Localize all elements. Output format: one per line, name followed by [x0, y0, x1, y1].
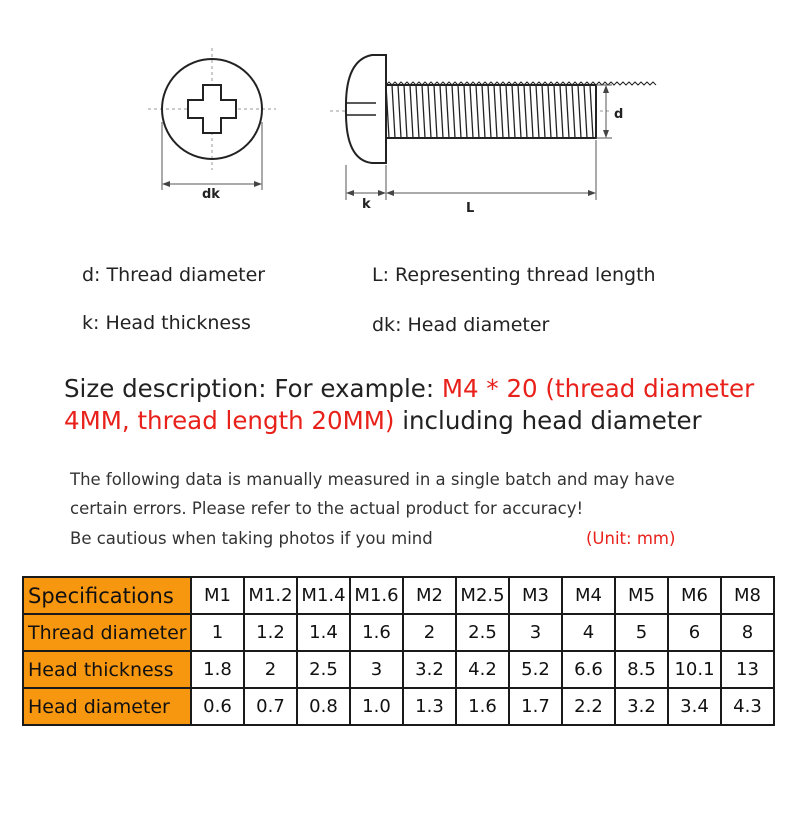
table-cell: 0.6: [190, 687, 245, 726]
screw-diagram: dk d k L: [148, 48, 657, 216]
table-cell: 8.5: [614, 650, 669, 689]
table-cell: 1.4: [296, 613, 351, 652]
table-cell: 0.7: [243, 687, 298, 726]
table-cell: M3: [508, 576, 563, 615]
table-cell: 1.2: [243, 613, 298, 652]
table-cell: 1.6: [349, 613, 404, 652]
screw-side-view: d k L: [330, 54, 657, 216]
row-header: Thread diameter: [22, 613, 192, 652]
table-cell: 6: [667, 613, 722, 652]
table-cell: 6.6: [561, 650, 616, 689]
table-cell: 5.2: [508, 650, 563, 689]
size-description-prefix: Size description: For example:: [64, 374, 442, 403]
legend-thread-length: L: Representing thread length: [372, 264, 656, 286]
table-cell: 1.3: [402, 687, 457, 726]
l-label: L: [466, 201, 474, 216]
table-cell: M6: [667, 576, 722, 615]
table-cell: 2: [243, 650, 298, 689]
table-cell: M2: [402, 576, 457, 615]
table-cell: 3.4: [667, 687, 722, 726]
dk-label: dk: [202, 187, 220, 202]
head-top-view: dk: [148, 48, 276, 202]
table-cell: 2.2: [561, 687, 616, 726]
table-cell: M8: [720, 576, 775, 615]
table-cell: 0.8: [296, 687, 351, 726]
size-description: Size description: For example: M4 * 20 (…: [64, 373, 784, 437]
table-cell: 1.0: [349, 687, 404, 726]
note-line-3: Be cautious when taking photos if you mi…: [70, 529, 433, 548]
table-cell: 2: [402, 613, 457, 652]
table-cell: 2.5: [296, 650, 351, 689]
row-header: Head diameter: [22, 687, 192, 726]
legend-thread-diameter: d: Thread diameter: [82, 264, 266, 286]
legend-head-diameter: dk: Head diameter: [372, 314, 550, 336]
row-header: Head thickness: [22, 650, 192, 689]
unit-label: (Unit: mm): [586, 529, 676, 548]
table-cell: 4: [561, 613, 616, 652]
table-cell: 1: [190, 613, 245, 652]
legend-head-thickness: k: Head thickness: [82, 312, 251, 334]
table-cell: 4.3: [720, 687, 775, 726]
table-cell: M1: [190, 576, 245, 615]
d-label: d: [614, 107, 623, 122]
table-cell: 1.8: [190, 650, 245, 689]
table-cell: M2.5: [455, 576, 510, 615]
table-cell: 1.6: [455, 687, 510, 726]
table-cell: M1.4: [296, 576, 351, 615]
table-cell: 3.2: [402, 650, 457, 689]
table-cell: 8: [720, 613, 775, 652]
size-description-suffix: including head diameter: [394, 406, 702, 435]
table-cell: 4.2: [455, 650, 510, 689]
table-cell: 1.7: [508, 687, 563, 726]
size-example-highlight-1: M4 * 20 (thread diameter: [441, 374, 755, 403]
size-example-highlight-2: 4MM, thread length 20MM): [64, 406, 395, 435]
table-cell: M5: [614, 576, 669, 615]
table-cell: 5: [614, 613, 669, 652]
table-cell: 2.5: [455, 613, 510, 652]
table-cell: 13: [720, 650, 775, 689]
note-line-2: certain errors. Please refer to the actu…: [70, 499, 584, 518]
note-line-1: The following data is manually measured …: [70, 470, 675, 489]
k-label: k: [362, 197, 371, 212]
table-cell: 10.1: [667, 650, 722, 689]
table-cell: M1.6: [349, 576, 404, 615]
table-cell: 3: [508, 613, 563, 652]
table-cell: M1.2: [243, 576, 298, 615]
table-cell: 3.2: [614, 687, 669, 726]
row-header: Specifications: [22, 576, 192, 615]
table-cell: M4: [561, 576, 616, 615]
table-cell: 3: [349, 650, 404, 689]
